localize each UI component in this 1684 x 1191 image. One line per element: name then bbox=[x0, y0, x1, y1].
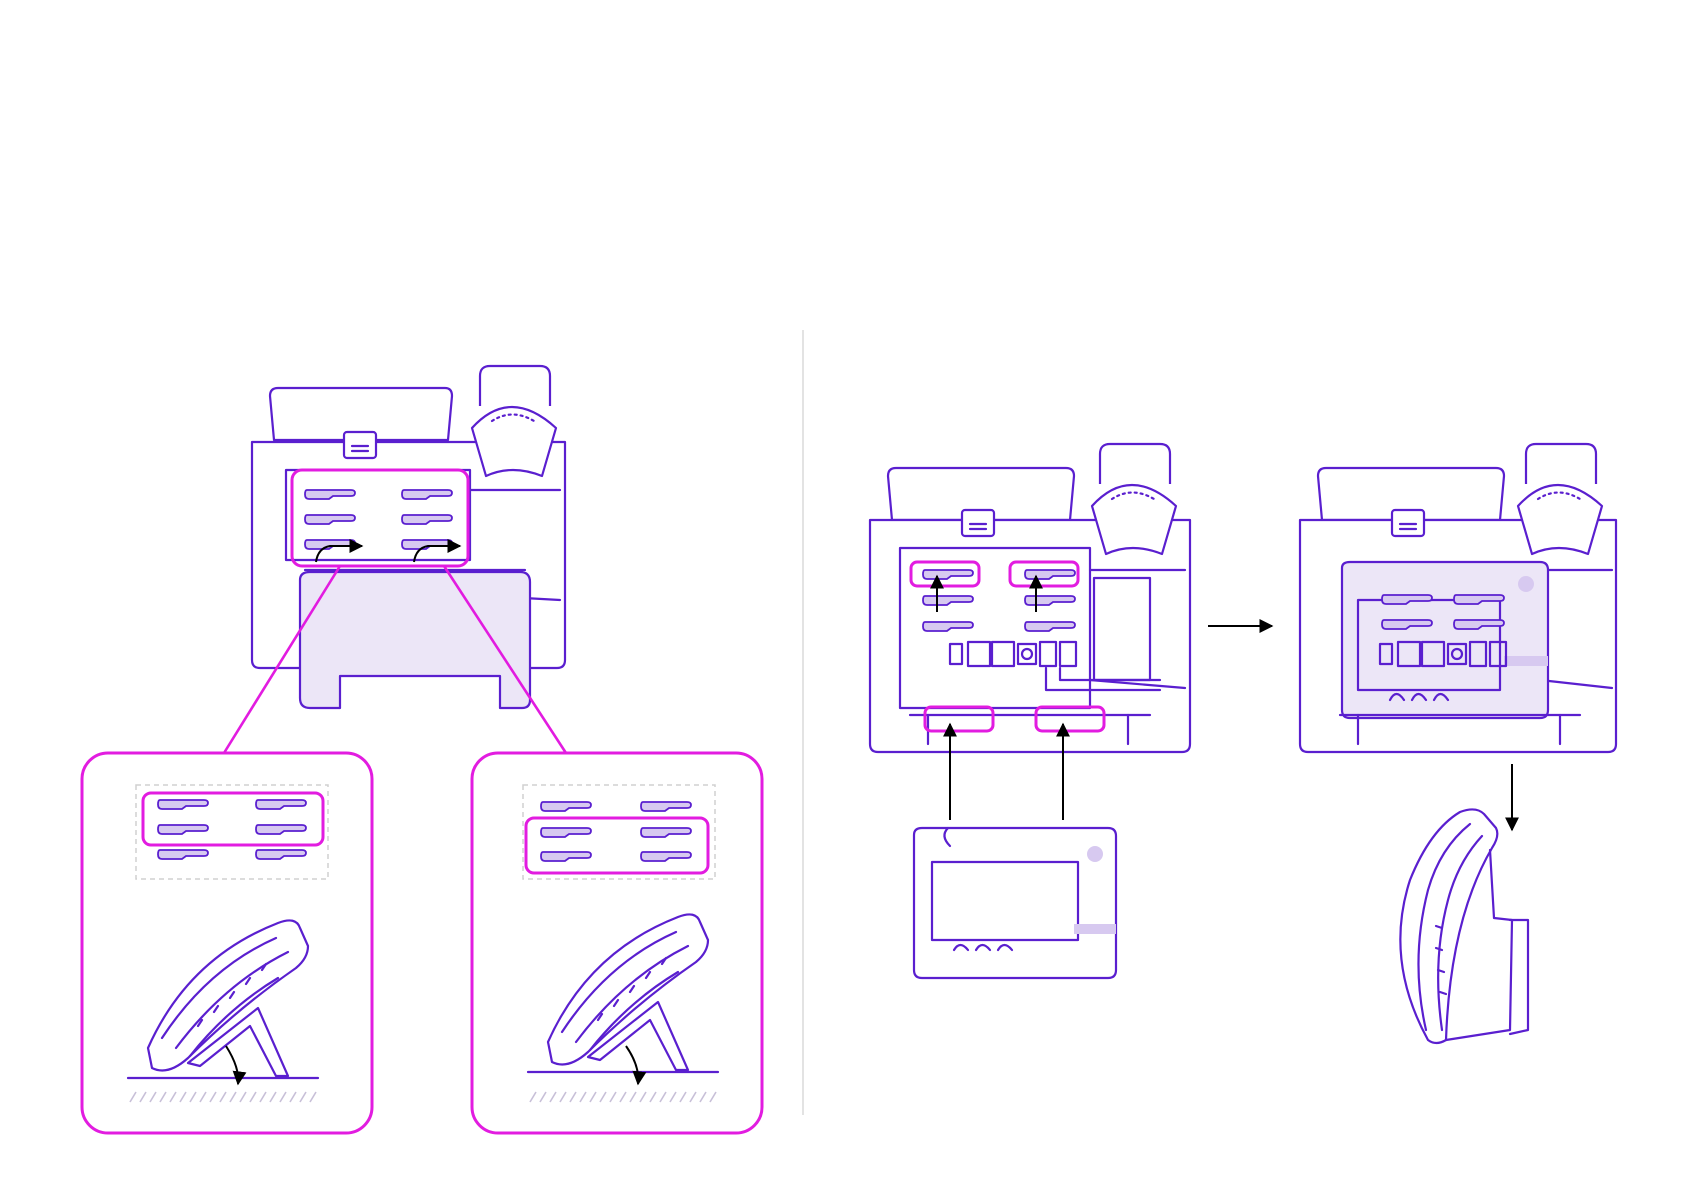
screw-hole-icon bbox=[1518, 576, 1534, 592]
tilt-arrow bbox=[626, 1046, 638, 1084]
phone-with-bracket bbox=[1300, 444, 1616, 752]
slot-highlight bbox=[526, 818, 708, 873]
handset-cradle bbox=[1092, 444, 1176, 554]
wall-mounted-phone-side-view bbox=[1400, 809, 1528, 1043]
stand-slots bbox=[158, 800, 306, 859]
phone-side-view bbox=[528, 914, 718, 1072]
screw-hole-icon bbox=[1087, 846, 1103, 862]
wall-mount-instructions bbox=[870, 444, 1616, 1043]
port-row bbox=[950, 642, 1076, 666]
wall-mount-bracket bbox=[914, 828, 1116, 978]
phone-side-view bbox=[128, 920, 318, 1078]
stand-slots bbox=[541, 802, 691, 861]
phone-rear-view bbox=[870, 444, 1190, 752]
angle-option-high bbox=[472, 753, 762, 1133]
port-row bbox=[1380, 642, 1506, 666]
angle-option-low bbox=[82, 753, 372, 1133]
stand-piece bbox=[300, 572, 530, 708]
handset-cradle bbox=[1518, 444, 1602, 554]
handset-cradle bbox=[472, 366, 556, 476]
phone-rear-view bbox=[252, 366, 565, 708]
desk-stand-instructions bbox=[82, 366, 762, 1133]
